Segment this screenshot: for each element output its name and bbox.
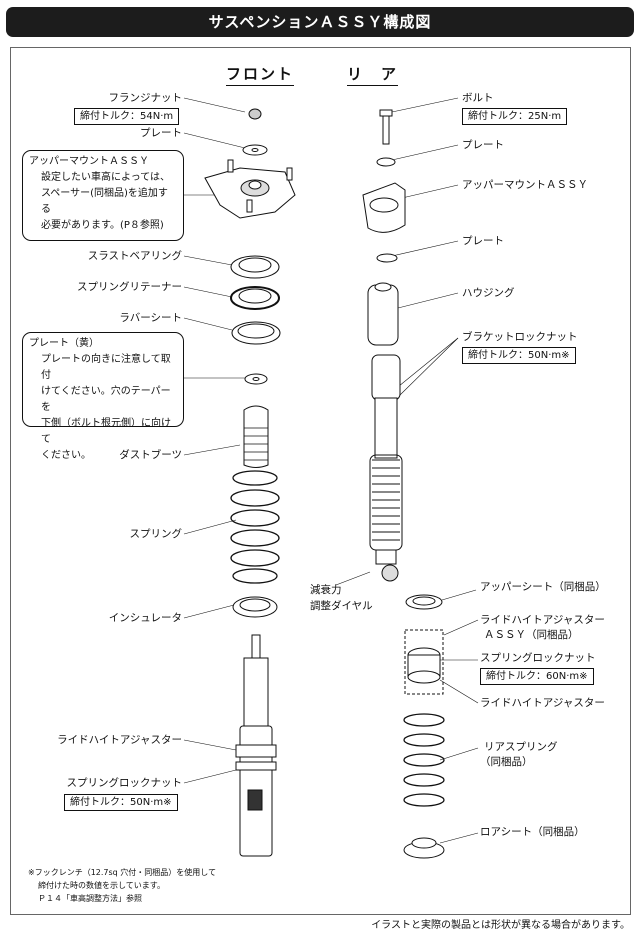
callout-title: プレート（黄）	[29, 338, 99, 349]
callout-line: スペーサー(同梱品)を追加する	[41, 188, 168, 215]
label-ride-height-adjuster-assy-2: ＡＳＳＹ（同梱品）	[484, 629, 579, 641]
label-rear-ride-height-adjuster: ライドハイトアジャスター	[480, 697, 605, 709]
label-plate-1: プレート	[462, 139, 504, 151]
label-lower-seat: ロアシート（同梱品）	[480, 826, 585, 838]
callout-line: ください。	[41, 450, 91, 461]
label-dust-boot: ダストブーツ	[119, 449, 182, 461]
torque-note: ※フックレンチ（12.7sq 穴付・同梱品）を使用して 締付けた時の数値を示して…	[28, 866, 216, 905]
label-spring: スプリング	[129, 528, 183, 540]
torque-flange-nut: 締付トルク：54N·m	[74, 108, 180, 125]
label-damping-dial-2: 調整ダイヤル	[310, 600, 373, 612]
label-rear-spring-1: リアスプリング	[484, 741, 558, 753]
label-thrust-bearing: スラストベアリング	[87, 250, 182, 262]
label-ride-height-adjuster: ライドハイトアジャスター	[57, 734, 182, 746]
label-rubber-seat: ラバーシート	[119, 312, 182, 324]
leader-lines	[182, 97, 479, 844]
rear-parts	[362, 109, 445, 859]
label-plate-2: プレート	[462, 235, 504, 247]
label-upper-mount: アッパーマウントＡＳＳＹ	[462, 179, 588, 191]
callout-plate-yellow: プレート（黄） プレートの向きに注意して取付 けてください。穴のテーパーを 下側…	[22, 332, 184, 461]
label-spring-lock-nut: スプリングロックナット	[66, 777, 183, 789]
heading-front: フロント	[226, 63, 295, 86]
torque-bracket-lock-nut: 締付トルク：50N·m※	[462, 347, 576, 364]
note-line: 締付けた時の数値を示しています。	[38, 881, 165, 890]
callout-line: けてください。穴のテーパーを	[41, 386, 171, 413]
callout-line: 必要があります。(P８参照)	[41, 220, 164, 231]
label-damping-dial-1: 減衰力	[310, 584, 342, 596]
page-title: サスペンションＡＳＳＹ構成図	[6, 7, 634, 37]
label-housing: ハウジング	[462, 287, 515, 299]
front-parts	[204, 108, 296, 857]
callout-title: アッパーマウントＡＳＳＹ	[29, 156, 149, 167]
label-ride-height-adjuster-assy-1: ライドハイトアジャスター	[480, 614, 605, 626]
callout-upper-mount: アッパーマウントＡＳＳＹ 設定したい車高によっては、 スペーサー(同梱品)を追加…	[22, 150, 184, 241]
torque-rear-spring-lock-nut: 締付トルク：60N·m※	[480, 668, 594, 685]
note-line: ※フックレンチ（12.7sq 穴付・同梱品）を使用して	[28, 868, 217, 877]
footer-disclaimer: イラストと実際の製品とは形状が異なる場合があります。	[371, 920, 630, 931]
label-flange-nut: フランジナット	[108, 92, 183, 104]
heading-rear: リ ア	[347, 63, 399, 86]
note-line: Ｐ１４「車高調整方法」参照	[38, 894, 142, 903]
diagram-frame	[10, 47, 631, 915]
torque-spring-lock-nut: 締付トルク：50N·m※	[64, 794, 178, 811]
label-bracket-lock-nut: ブラケットロックナット	[462, 331, 578, 343]
callout-line: 設定したい車高によっては、	[41, 172, 170, 183]
label-bolt: ボルト	[462, 92, 494, 104]
callout-line: プレートの向きに注意して取付	[41, 354, 171, 381]
label-rear-spring-2: （同梱品）	[480, 756, 533, 768]
label-rear-spring-lock-nut: スプリングロックナット	[480, 652, 596, 664]
label-spring-retainer: スプリングリテーナー	[77, 281, 182, 293]
label-insulator: インシュレータ	[108, 612, 182, 624]
label-plate: プレート	[140, 127, 182, 139]
torque-bolt: 締付トルク：25N·m	[462, 108, 568, 125]
label-upper-seat: アッパーシート（同梱品）	[480, 581, 606, 593]
callout-line: 下側（ボルト根元側）に向けて	[41, 418, 171, 445]
